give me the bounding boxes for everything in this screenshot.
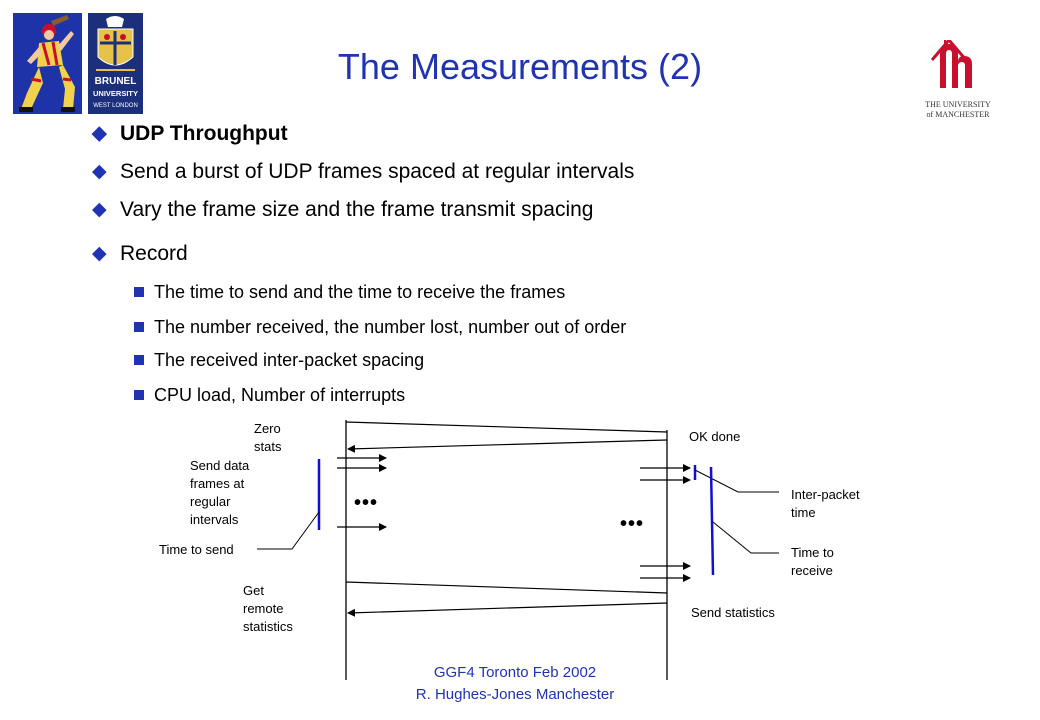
square-bullet-icon [134,287,144,297]
receiver-ellipsis-icon: ••• [620,513,645,535]
manchester-university-logo: THE UNIVERSITY of MANCHESTER [918,40,998,124]
square-bullet-icon [134,390,144,400]
bullet-text: UDP Throughput [120,122,288,145]
sub-bullet-text: The time to send and the time to receive… [154,282,566,302]
time-to-send-leader [257,511,320,550]
bullet-text: Vary the frame size and the frame transm… [120,198,594,221]
zero-stats-label: Zero stats [254,421,282,454]
time-to-send-label: Time to send [159,542,234,557]
diamond-bullet-icon: ◆ [92,199,107,220]
sub-bullet-text: The received inter-packet spacing [154,350,425,370]
ok-done-arrow [347,439,668,453]
brunel-university-logo: BRUNEL UNIVERSITY WEST LONDON [88,13,143,114]
get-remote-arrow [345,581,668,594]
inter-packet-label: Inter-packet time [791,487,860,520]
bullet-text: Record [120,242,188,265]
svg-text:WEST LONDON: WEST LONDON [93,103,138,109]
inter-packet-leader [694,469,779,493]
time-to-receive-leader [712,521,779,554]
get-remote-label: Get remote statistics [243,583,293,634]
sub-bullet-cpu-load: CPU load, Number of interrupts [134,385,405,406]
time-to-receive-label: Time to receive [791,545,834,578]
ok-done-label: OK done [689,429,741,444]
sender-ellipsis-icon: ••• [354,492,379,514]
zero-stats-arrow [345,421,668,433]
send-statistics-label: Send statistics [691,605,775,620]
manchester-name-line2: of MANCHESTER [926,110,990,119]
footer-line-2: R. Hughes-Jones Manchester [415,686,615,703]
diamond-bullet-icon: ◆ [92,161,107,182]
svg-text:BRUNEL: BRUNEL [95,76,137,87]
send-statistics-arrow [347,602,668,617]
bullet-udp-throughput: ◆ UDP Throughput [92,122,288,146]
send-data-label: Send data frames at regular intervals [190,458,250,527]
sub-bullet-text: CPU load, Number of interrupts [154,385,406,405]
svg-text:UNIVERSITY: UNIVERSITY [93,89,138,98]
bullet-send-burst: ◆ Send a burst of UDP frames spaced at re… [92,160,634,184]
diamond-bullet-icon: ◆ [92,123,107,144]
bullet-vary-frame: ◆ Vary the frame size and the frame trans… [92,198,593,222]
slide-title: The Measurements (2) [337,46,703,87]
sub-bullet-time-send-receive: The time to send and the time to receive… [134,282,565,303]
manchester-name-line1: THE UNIVERSITY [925,100,991,109]
time-to-receive-bar [709,466,715,576]
sub-bullet-text: The number received, the number lost, nu… [154,317,627,337]
diamond-bullet-icon: ◆ [92,243,107,264]
footer-line-1: GGF4 Toronto Feb 2002 [433,664,597,681]
footer: GGF4 Toronto Feb 2002 R. Hughes-Jones Ma… [340,662,690,706]
square-bullet-icon [134,322,144,332]
square-bullet-icon [134,355,144,365]
sub-bullet-inter-packet: The received inter-packet spacing [134,350,424,371]
baseball-player-logo [13,13,82,114]
bullet-record: ◆ Record [92,242,188,266]
sub-bullet-number-received: The number received, the number lost, nu… [134,317,626,338]
bullet-text: Send a burst of UDP frames spaced at reg… [120,160,635,183]
